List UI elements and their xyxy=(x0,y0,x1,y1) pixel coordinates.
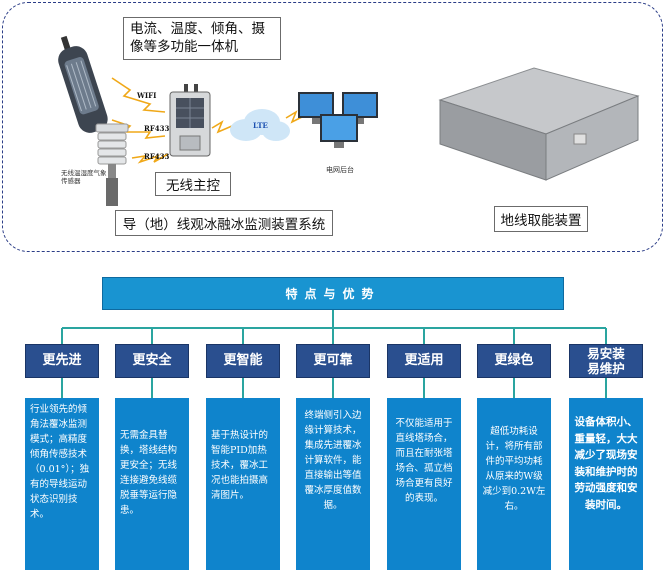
host-label: 无线主控 xyxy=(155,172,231,196)
connector-drops xyxy=(61,328,607,344)
backend-label: 电网后台 xyxy=(326,166,354,174)
wireless-host-image xyxy=(169,84,211,157)
desc-safer: 无需金具替换，塔线结构更安全；无线连接避免线缆脱垂等运行隐患。 xyxy=(115,398,189,570)
sensor-label: 无线温湿度气象传感器 xyxy=(61,169,107,185)
column-links xyxy=(61,378,607,398)
rf433-link-b xyxy=(131,153,169,164)
energy-device-caption: 地线取能装置 xyxy=(494,206,588,232)
multifunction-device-image xyxy=(58,35,108,133)
device-callout: 电流、温度、倾角、摄像等多功能一体机 xyxy=(123,17,281,60)
feature-reliable: 更可靠 xyxy=(296,344,370,378)
desc-greener: 超低功耗设计，将所有部件的平均功耗从原来的W级减少到0.2W左右。 xyxy=(477,398,551,570)
desc-easy-install: 设备体积小、重量轻，大大减少了现场安装和维护时的劳动强度和安装时间。 xyxy=(569,398,643,570)
feature-easy-install: 易安装易维护 xyxy=(569,344,643,378)
rf433-label-b: RF433 xyxy=(144,152,170,161)
desc-applicable: 不仅能适用于直线塔场合，而且在耐张塔场合、孤立档场合更有良好的表现。 xyxy=(387,398,461,570)
lte-label: LTE xyxy=(253,121,268,130)
feature-advanced: 更先进 xyxy=(25,344,99,378)
wifi-link xyxy=(111,77,166,113)
system-caption: 导（地）线观冰融冰监测装置系统 xyxy=(115,210,333,236)
feature-greener: 更绿色 xyxy=(477,344,551,378)
feature-applicable: 更适用 xyxy=(387,344,461,378)
desc-reliable: 终端侧引入边缘计算技术，集成先进覆冰计算软件，能直接输出等值覆冰厚度值数据。 xyxy=(296,398,370,570)
rf433-label-a: RF433 xyxy=(144,124,170,133)
backend-monitors-image xyxy=(298,92,378,148)
top-panel-frame xyxy=(2,2,663,252)
lte-cloud-icon xyxy=(230,109,290,141)
feature-safer: 更安全 xyxy=(115,344,189,378)
desc-advanced: 行业领先的倾角法覆冰监测模式；高精度倾角传感技术（0.01°）；独有的导线运动状… xyxy=(25,398,99,570)
lte-link-a xyxy=(211,120,233,134)
feature-smarter: 更智能 xyxy=(206,344,280,378)
desc-smarter: 基于热设计的智能PID加热技术，覆冰工况也能拍摄高清图片。 xyxy=(206,398,280,570)
wifi-label: WIFI xyxy=(137,91,157,100)
lte-link-b xyxy=(285,110,305,124)
energy-device-image xyxy=(438,67,640,181)
features-title: 特点与优势 xyxy=(102,277,564,310)
weather-sensor-image xyxy=(95,123,129,206)
